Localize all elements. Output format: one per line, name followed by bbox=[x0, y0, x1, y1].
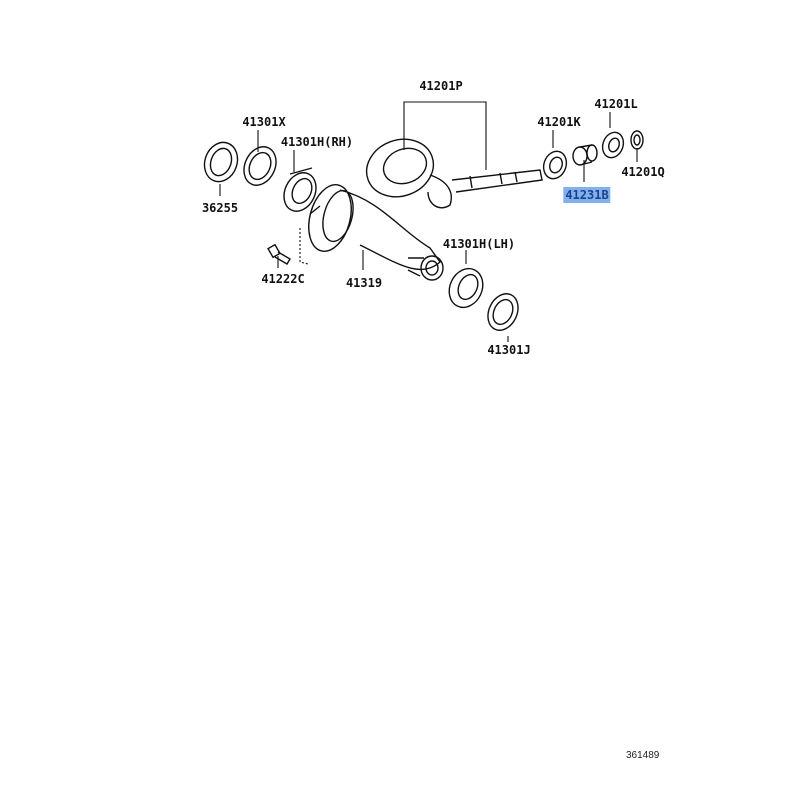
part-41201P-gear-kit bbox=[365, 138, 543, 209]
part-41201K-bearing bbox=[542, 150, 568, 180]
label-41222C[interactable]: 41222C bbox=[261, 272, 305, 286]
part-41201L-bearing bbox=[601, 131, 625, 159]
label-41201K[interactable]: 41201K bbox=[537, 115, 581, 129]
part-41301X-shim bbox=[243, 146, 277, 186]
part-41222C-bolt bbox=[267, 243, 291, 265]
part-41301H-RH-bearing bbox=[283, 167, 321, 215]
label-41201Q[interactable]: 41201Q bbox=[621, 165, 665, 179]
label-41231B-highlighted[interactable]: 41231B bbox=[563, 187, 611, 203]
part-41231B-spacer bbox=[572, 144, 598, 166]
part-41301H-LH-bearing bbox=[448, 267, 484, 309]
label-41301H-RH[interactable]: 41301H(RH) bbox=[280, 135, 354, 149]
label-41301X[interactable]: 41301X bbox=[242, 115, 286, 129]
part-41201Q-nut bbox=[630, 130, 644, 150]
label-41201P[interactable]: 41201P bbox=[419, 79, 463, 93]
label-36255[interactable]: 36255 bbox=[201, 201, 239, 215]
label-41301J[interactable]: 41301J bbox=[487, 343, 531, 357]
label-41319[interactable]: 41319 bbox=[345, 276, 383, 290]
illustration-reference-number: 361489 bbox=[626, 750, 660, 761]
part-41319-case bbox=[308, 184, 444, 281]
part-36255-seal bbox=[203, 141, 239, 183]
part-41301J-shim bbox=[487, 293, 519, 331]
label-41301H-LH[interactable]: 41301H(LH) bbox=[442, 237, 516, 251]
label-41201L[interactable]: 41201L bbox=[594, 97, 638, 111]
